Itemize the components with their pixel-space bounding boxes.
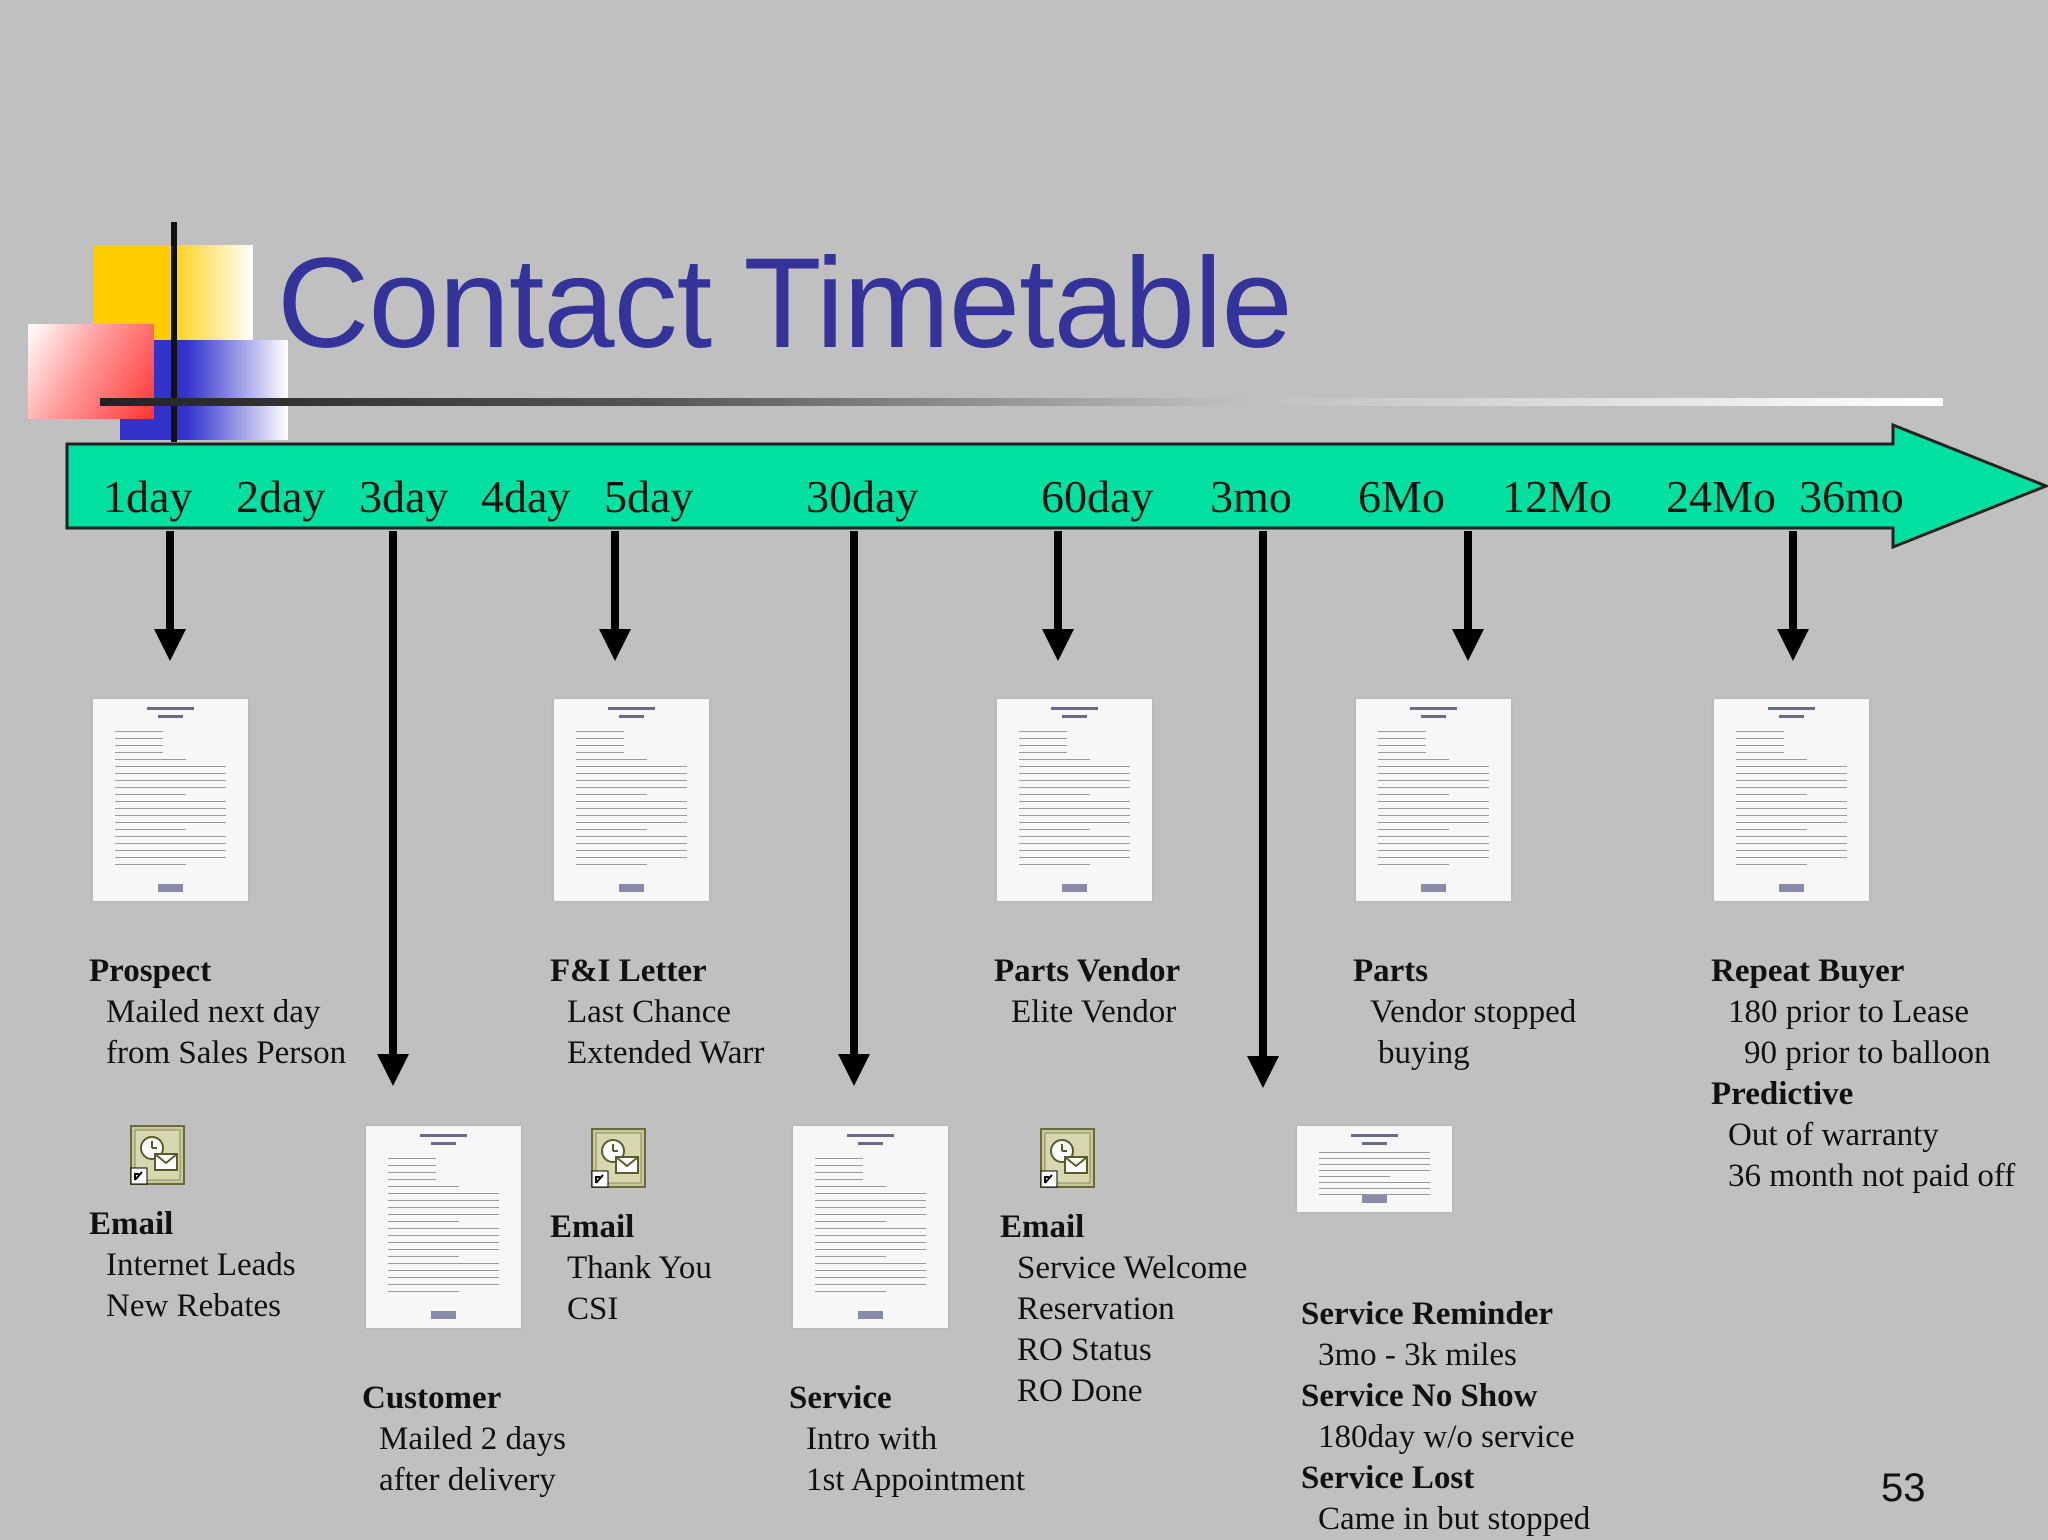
block-line: 180day w/o service (1318, 1419, 1575, 1455)
block-line: Thank You (567, 1250, 712, 1286)
timeline-label: 12Mo (1502, 471, 1612, 522)
block-heading: Service Reminder (1301, 1296, 1553, 1332)
timeline-label: 3mo (1210, 471, 1292, 522)
service-block: Service Intro with 1st Appointment (789, 1378, 1025, 1501)
block-heading: Email (89, 1206, 174, 1242)
timeline-label: 36mo (1799, 471, 1904, 522)
block-line: RO Status (1017, 1332, 1152, 1368)
block-line: from Sales Person (106, 1035, 347, 1071)
timeline-label: 30day (806, 471, 919, 522)
service-reminder-block: Service Reminder 3mo - 3k miles Service … (1301, 1294, 1590, 1540)
customer-block: Customer Mailed 2 days after delivery (362, 1378, 566, 1501)
block-line: Last Chance (567, 994, 732, 1030)
block-line: 1st Appointment (806, 1462, 1026, 1498)
document-letter-icon (1356, 699, 1511, 901)
block-heading: Predictive (1711, 1076, 1854, 1112)
email-shortcut-icon (1039, 1127, 1096, 1189)
prospect-block: Prospect Mailed next day from Sales Pers… (89, 951, 346, 1074)
block-heading: Service No Show (1301, 1378, 1538, 1414)
timeline-label: 3day (359, 471, 449, 522)
email-shortcut-icon (590, 1127, 647, 1189)
document-letter-icon (1297, 1126, 1452, 1212)
block-line: Intro with (806, 1421, 938, 1457)
block-line: Elite Vendor (1011, 994, 1177, 1030)
block-line: buying (1378, 1035, 1470, 1071)
block-line: Out of warranty (1728, 1117, 1939, 1153)
block-heading: Service Lost (1301, 1460, 1475, 1496)
block-line: RO Done (1017, 1373, 1143, 1409)
document-letter-icon (93, 699, 248, 901)
block-heading: Email (550, 1209, 635, 1245)
block-line: Vendor stopped (1370, 994, 1577, 1030)
block-line: 3mo - 3k miles (1318, 1337, 1517, 1373)
horizontal-rule (100, 398, 1943, 406)
block-heading: Parts (1353, 953, 1429, 989)
page-title: Contact Timetable (277, 232, 1293, 375)
timeline-label: 24Mo (1666, 471, 1776, 522)
repeat-buyer-block: Repeat Buyer 180 prior to Lease 90 prior… (1711, 951, 2015, 1197)
fi-letter-block: F&I Letter Last Chance Extended Warr (550, 951, 764, 1074)
timeline-label: 60day (1041, 471, 1154, 522)
vertical-rule (171, 222, 177, 442)
document-letter-icon (366, 1126, 521, 1328)
document-letter-icon (554, 699, 709, 901)
page-number: 53 (1881, 1466, 1926, 1510)
timeline-label: 6Mo (1358, 471, 1445, 522)
block-line: Reservation (1017, 1291, 1175, 1327)
document-letter-icon (793, 1126, 948, 1328)
block-line: after delivery (379, 1462, 556, 1498)
email-shortcut-icon (129, 1124, 186, 1186)
email-internet-block: Email Internet Leads New Rebates (89, 1204, 296, 1327)
block-heading: Email (1000, 1209, 1085, 1245)
timeline-label: 2day (236, 471, 326, 522)
block-line: Mailed 2 days (379, 1421, 566, 1457)
block-line: Came in but stopped (1318, 1501, 1591, 1537)
block-line: 180 prior to Lease (1728, 994, 1970, 1030)
email-thank-you-block: Email Thank You CSI (550, 1207, 712, 1330)
block-line: Mailed next day (106, 994, 321, 1030)
timeline-bar (65, 422, 2048, 550)
block-line: CSI (567, 1291, 619, 1327)
block-line: 36 month not paid off (1728, 1158, 2016, 1194)
block-line: Service Welcome (1017, 1250, 1248, 1286)
document-letter-icon (997, 699, 1152, 901)
block-heading: Prospect (89, 953, 212, 989)
timeline-label: 5day (604, 471, 694, 522)
email-service-block: Email Service Welcome Reservation RO Sta… (1000, 1207, 1247, 1412)
timeline-label: 4day (481, 471, 571, 522)
parts-vendor-block: Parts Vendor Elite Vendor (994, 951, 1180, 1033)
timeline-label: 1day (103, 471, 193, 522)
block-heading: Parts Vendor (994, 953, 1181, 989)
block-heading: Service (789, 1380, 892, 1416)
block-line: Internet Leads (106, 1247, 296, 1283)
block-line: New Rebates (106, 1288, 282, 1324)
block-line: 90 prior to balloon (1744, 1035, 1991, 1071)
block-line: Extended Warr (567, 1035, 765, 1071)
parts-block: Parts Vendor stopped buying (1353, 951, 1576, 1074)
block-heading: F&I Letter (550, 953, 707, 989)
title-decoration (0, 0, 1943, 450)
block-heading: Customer (362, 1380, 502, 1416)
document-letter-icon (1714, 699, 1869, 901)
block-heading: Repeat Buyer (1711, 953, 1905, 989)
